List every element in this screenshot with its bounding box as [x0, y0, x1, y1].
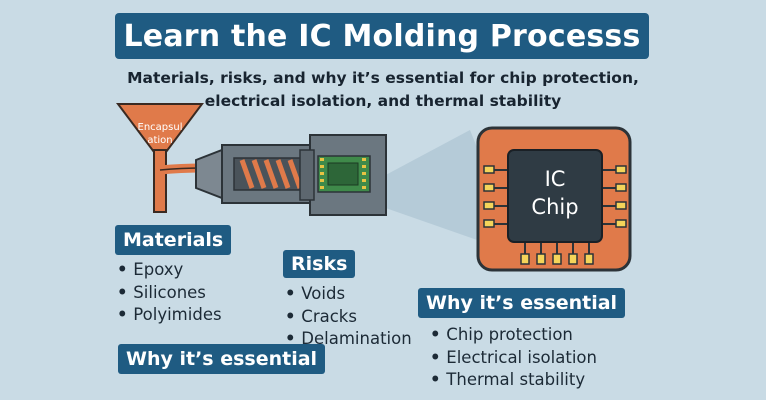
- hopper-label-2: ation: [147, 135, 172, 146]
- encapsulation-hopper: Encapsul ation: [116, 103, 206, 213]
- chip-label-1: IC: [545, 167, 566, 191]
- screw-threads: [239, 159, 303, 189]
- chip-label-2: Chip: [531, 195, 578, 219]
- materials-list: Epoxy Silicones Polyimides: [117, 259, 222, 327]
- ic-chip-graphic: IC Chip: [476, 126, 632, 272]
- list-item: Delamination: [285, 328, 411, 351]
- title-banner: Learn the IC Molding Processs: [115, 13, 649, 59]
- list-item: Thermal stability: [430, 369, 597, 392]
- why-essential-heading-right: Why it’s essential: [418, 288, 626, 318]
- list-item: Silicones: [117, 282, 222, 305]
- list-item: Chip protection: [430, 324, 597, 347]
- hopper-label-1: Encapsul: [138, 122, 183, 133]
- risks-list: Voids Cracks Delamination: [285, 283, 412, 351]
- subtitle-line-1: Materials, risks, and why it’s essential…: [127, 69, 639, 87]
- subtitle-line-2: electrical isolation, and thermal stabil…: [204, 92, 562, 110]
- list-item: Epoxy: [117, 259, 222, 282]
- chip-pin-pads: [483, 165, 627, 265]
- subtitle: Materials, risks, and why it’s essential…: [60, 67, 706, 113]
- why-essential-heading-left: Why it’s essential: [118, 344, 326, 374]
- list-item: Cracks: [285, 306, 412, 329]
- page-title: Learn the IC Molding Processs: [123, 18, 641, 54]
- pcb-pads: [320, 158, 366, 189]
- materials-heading: Materials: [115, 225, 232, 255]
- injection-barrel: [195, 144, 315, 204]
- list-item: Voids: [285, 283, 412, 306]
- list-item: Polyimides: [117, 304, 221, 327]
- risks-heading: Risks: [283, 250, 356, 278]
- mold-block: [299, 134, 387, 216]
- list-item: Electrical isolation: [430, 347, 597, 370]
- why-essential-list: Chip protection Electrical isolation The…: [430, 324, 597, 392]
